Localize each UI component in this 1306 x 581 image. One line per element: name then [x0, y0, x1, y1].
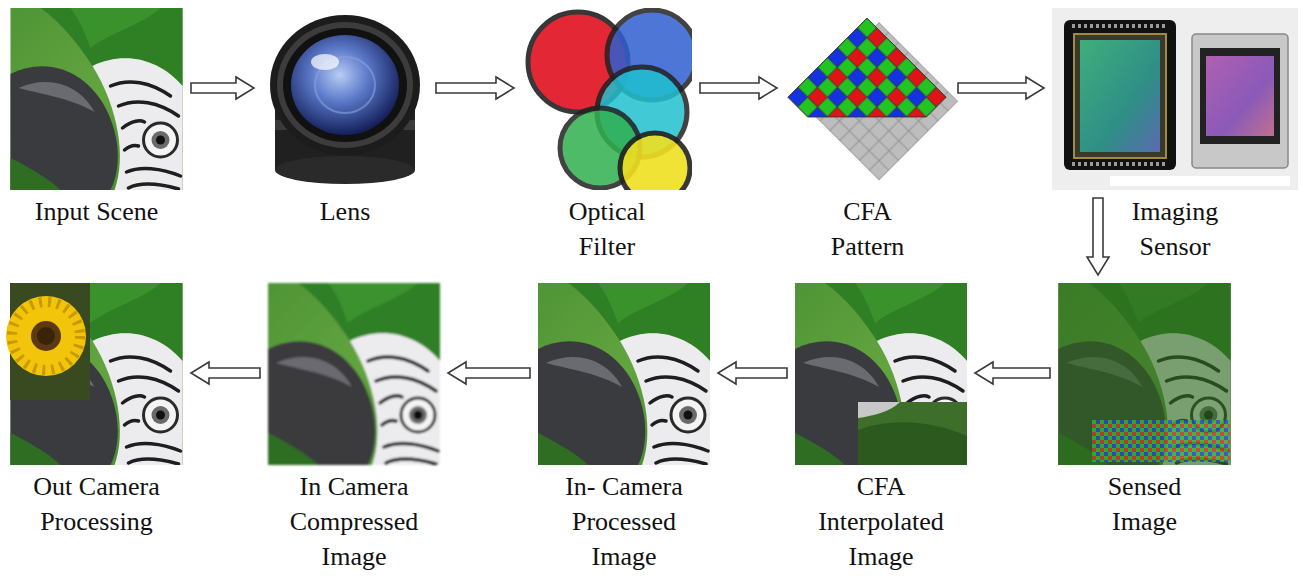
imaging-sensor-image: [1110, 176, 1290, 186]
lens-image: [283, 28, 407, 142]
cfa-interpolated-image: [795, 283, 967, 465]
block-arrow: [958, 77, 1044, 99]
out-camera-image: [31, 321, 61, 351]
processed-image: [538, 283, 710, 465]
cfa-pattern-image: [788, 18, 946, 176]
stage-caption: In- Camera Processed Image: [548, 469, 700, 574]
image-stage: CFA Pattern: [785, 8, 950, 190]
cfa-interpolated-image: [858, 422, 967, 465]
imaging-sensor-image: [1052, 8, 1298, 190]
image-stage: In- Camera Processed Image: [538, 283, 710, 465]
stage-caption: In Camera Compressed Image: [268, 469, 440, 574]
lens-image: [311, 54, 339, 70]
lens-image: [275, 156, 415, 184]
image-stage: CFA Interpolated Image: [795, 283, 967, 465]
stage-caption: Imaging Sensor: [1113, 194, 1237, 264]
block-arrow: [191, 362, 260, 384]
compressed-image: [268, 283, 440, 465]
image-stage: In Camera Compressed Image: [268, 283, 440, 465]
image-stage: Lens: [262, 8, 428, 190]
input-scene-image: [11, 8, 183, 190]
stage-caption: Sensed Image: [1089, 469, 1201, 539]
lens-image: [277, 22, 413, 148]
block-arrow: [448, 362, 530, 384]
out-camera-image: [6, 283, 183, 465]
out-camera-image: [6, 296, 86, 376]
block-arrow: [975, 362, 1050, 384]
stage-caption: CFA Interpolated Image: [805, 469, 957, 574]
imaging-sensor-image: [1206, 56, 1274, 136]
sensed-image: [1092, 420, 1230, 462]
out-camera-image: [37, 327, 55, 345]
lens-image: [291, 35, 399, 135]
block-arrow: [191, 77, 254, 99]
cfa-pattern-image: [788, 18, 958, 180]
stage-caption: Lens: [270, 194, 420, 229]
processed-image: [538, 283, 710, 465]
optical-filter-image: [620, 133, 690, 190]
block-arrow: [1087, 198, 1109, 275]
image-stage: Out Camera Processing: [10, 283, 183, 465]
sensed-image: [1058, 283, 1231, 465]
sensed-image: [1059, 283, 1231, 465]
sensed-image: [1058, 283, 1231, 465]
cfa-interpolated-image: [858, 402, 900, 418]
imaging-sensor-image: [1052, 8, 1298, 190]
imaging-sensor-image: [1074, 34, 1166, 158]
block-arrow: [700, 77, 777, 99]
imaging-sensor-image: [1200, 48, 1280, 144]
image-stage: Sensed Image: [1058, 283, 1231, 465]
input-scene-image: [11, 8, 183, 190]
imaging-sensor-image: [1192, 34, 1288, 168]
image-stage: Optical Filter: [522, 8, 692, 190]
stage-caption: Optical Filter: [551, 194, 663, 264]
cfa-interpolated-image: [858, 402, 967, 465]
imaging-sensor-image: [1064, 20, 1176, 170]
block-arrow: [718, 362, 787, 384]
cfa-pattern-image: [788, 18, 946, 176]
optical-filter-image: [528, 10, 692, 190]
stage-caption: CFA Pattern: [816, 194, 920, 264]
image-stage: Imaging Sensor: [1052, 8, 1298, 190]
stage-caption: Out Camera Processing: [11, 469, 183, 539]
lens-image: [270, 15, 420, 184]
imaging-sensor-image: [1072, 24, 1168, 28]
cfa-interpolated-image: [795, 283, 967, 465]
stage-caption: Input Scene: [11, 194, 183, 229]
out-camera-image: [12, 302, 80, 370]
imaging-sensor-image: [1080, 40, 1160, 152]
block-arrow: [436, 77, 514, 99]
lens-image: [270, 15, 420, 155]
imaging-sensor-image: [1072, 162, 1168, 166]
compressed-image: [268, 283, 440, 465]
image-stage: Input Scene: [10, 8, 183, 190]
